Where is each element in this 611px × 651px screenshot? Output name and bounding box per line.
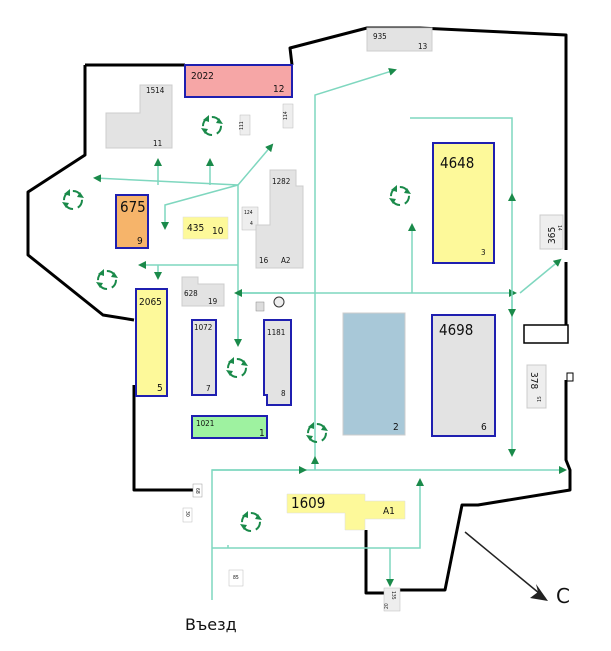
building-20-number: 20 xyxy=(384,603,390,609)
building-19[interactable]: 628 19 xyxy=(181,276,225,307)
building-5-area: 2065 xyxy=(139,297,162,308)
small-structure-124: 124 4 xyxy=(241,206,259,231)
building-2-number: 2 xyxy=(393,422,399,433)
svg-text:85: 85 xyxy=(233,575,239,581)
building-15-number: 15 xyxy=(537,396,543,402)
building-20-area: 135 xyxy=(390,591,396,600)
svg-text:124: 124 xyxy=(244,210,253,216)
building-7-number: 7 xyxy=(206,384,211,393)
building-8-number: 8 xyxy=(281,389,286,398)
building-19-area: 628 xyxy=(184,289,198,298)
svg-text:114: 114 xyxy=(283,111,289,120)
building-5-number: 5 xyxy=(157,383,163,394)
small-structure-68: 68 xyxy=(192,483,203,498)
building-10-area: 435 xyxy=(187,223,204,234)
building-11-area: 1514 xyxy=(146,86,165,95)
svg-text:68: 68 xyxy=(194,488,200,494)
gate-structure xyxy=(523,324,569,344)
gate-post xyxy=(566,372,574,382)
building-9-number: 9 xyxy=(137,236,143,247)
building-7[interactable]: 1072 7 xyxy=(191,319,217,396)
building-19-number: 19 xyxy=(208,297,218,306)
building-5[interactable]: 2065 5 xyxy=(135,288,168,397)
building-20[interactable]: 135 20 xyxy=(383,587,401,612)
svg-text:111: 111 xyxy=(239,121,245,130)
building-13-area: 935 xyxy=(373,32,387,41)
building-8-area: 1181 xyxy=(267,328,285,337)
building-3-number: 3 xyxy=(481,248,486,257)
building-14-number: 14 xyxy=(556,225,562,231)
building-12[interactable]: 2022 12 xyxy=(184,64,293,98)
building-9[interactable]: 675 9 xyxy=(115,194,149,249)
building-a1-area: 1609 xyxy=(291,494,325,512)
svg-text:4: 4 xyxy=(250,221,253,227)
building-10[interactable]: 435 10 xyxy=(182,216,229,240)
building-8[interactable]: 1181 8 xyxy=(263,319,292,406)
entry-label: Въезд xyxy=(185,615,237,634)
building-3-area: 4648 xyxy=(440,154,474,172)
building-10-number: 10 xyxy=(212,226,224,237)
building-15-area: 378 xyxy=(528,372,539,389)
building-15[interactable]: 378 15 xyxy=(526,364,547,409)
small-structure-30: 30 xyxy=(182,507,193,523)
building-a1-letter: A1 xyxy=(383,506,395,517)
svg-text:30: 30 xyxy=(184,511,190,517)
building-1-area: 1021 xyxy=(196,419,214,428)
north-arrow xyxy=(464,531,548,601)
building-1[interactable]: 1021 1 xyxy=(191,415,268,439)
building-3[interactable]: 4648 3 xyxy=(432,142,495,264)
small-structure-111: 111 xyxy=(239,114,251,136)
building-6-number: 6 xyxy=(481,422,487,433)
building-a1[interactable]: 1609 A1 xyxy=(286,493,406,531)
building-a2-number: 16 xyxy=(259,256,269,265)
building-12-area: 2022 xyxy=(191,71,214,82)
building-9-area: 675 xyxy=(120,198,146,216)
building-6[interactable]: 4698 6 xyxy=(431,314,496,437)
building-14-area: 365 xyxy=(547,227,558,244)
building-6-area: 4698 xyxy=(439,321,473,339)
north-label: С xyxy=(556,584,570,608)
building-a2[interactable]: 1282 16 A2 xyxy=(255,169,304,269)
building-11[interactable]: 1514 11 xyxy=(105,84,173,149)
traffic-routes xyxy=(93,67,567,600)
building-14[interactable]: 365 14 xyxy=(539,214,564,250)
building-1-number: 1 xyxy=(259,428,265,439)
building-2[interactable]: 2 xyxy=(342,312,406,436)
well-icon xyxy=(273,296,285,308)
building-12-number: 12 xyxy=(273,84,284,95)
small-marker xyxy=(255,301,265,312)
building-11-number: 11 xyxy=(153,139,162,148)
small-structure-85: 85 xyxy=(228,569,244,587)
small-structure-114: 114 xyxy=(282,103,294,129)
building-a2-letter: A2 xyxy=(281,256,291,265)
building-7-area: 1072 xyxy=(194,323,212,332)
building-a2-area: 1282 xyxy=(272,177,290,186)
building-13-number: 13 xyxy=(418,42,427,51)
building-13[interactable]: 935 13 xyxy=(366,27,433,52)
